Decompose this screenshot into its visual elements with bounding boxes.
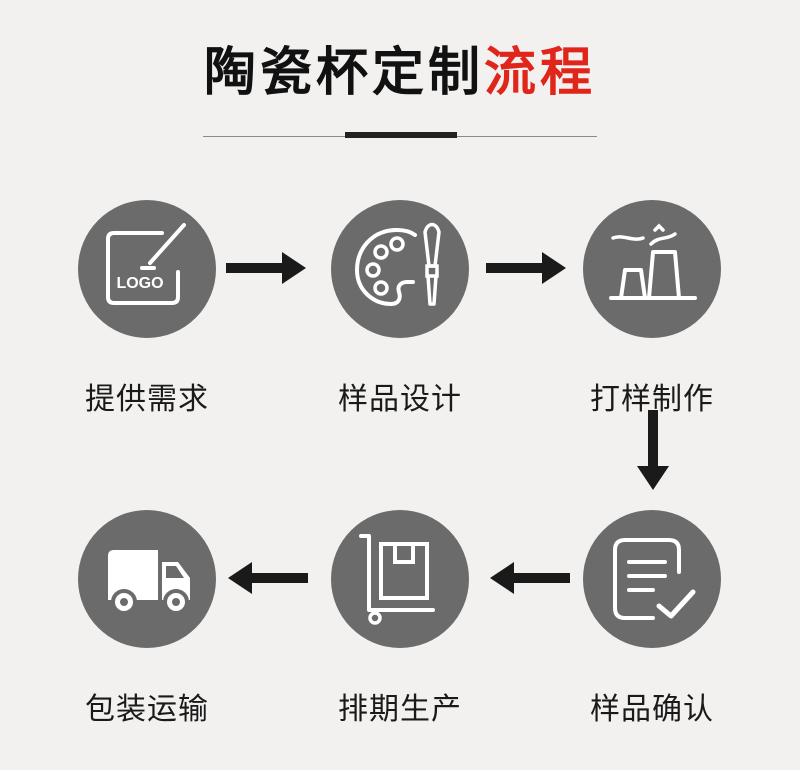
page-title: 陶瓷杯定制流程 (0, 38, 800, 108)
step-sample-making: 打样制作 (562, 200, 742, 418)
arrow-down-icon (637, 410, 669, 490)
delivery-truck-icon (108, 550, 190, 615)
palette-brush-icon (354, 222, 441, 307)
title-accent: 流程 (484, 43, 597, 103)
step-circle: LOGO (78, 200, 216, 338)
arrow-left-icon (490, 562, 570, 594)
step-label: 样品确认 (590, 692, 714, 727)
hand-truck-box-icon (359, 534, 435, 625)
arrow-right-icon (226, 252, 306, 284)
logo-sketch-icon: LOGO (106, 223, 186, 305)
step-provide-requirements: LOGO 提供需求 (57, 200, 237, 418)
title-main: 陶瓷杯定制 (203, 43, 484, 103)
step-circle (583, 510, 721, 648)
step-circle (331, 510, 469, 648)
step-packaging-shipping: 包装运输 (57, 510, 237, 728)
arrow-right-icon (486, 252, 566, 284)
step-label: 样品设计 (338, 382, 462, 417)
factory-icon (609, 223, 697, 300)
title-divider-accent (345, 132, 457, 138)
step-label: 排期生产 (338, 692, 462, 727)
step-label: 提供需求 (85, 382, 209, 417)
step-sample-confirmation: 样品确认 (562, 510, 742, 728)
step-label: 包装运输 (85, 692, 209, 727)
step-circle (583, 200, 721, 338)
arrow-left-icon (228, 562, 308, 594)
logo-icon-text: LOGO (116, 275, 163, 292)
step-circle (78, 510, 216, 648)
document-check-icon (613, 538, 696, 620)
step-sample-design: 样品设计 (310, 200, 490, 418)
step-production-scheduling: 排期生产 (310, 510, 490, 728)
step-circle (331, 200, 469, 338)
